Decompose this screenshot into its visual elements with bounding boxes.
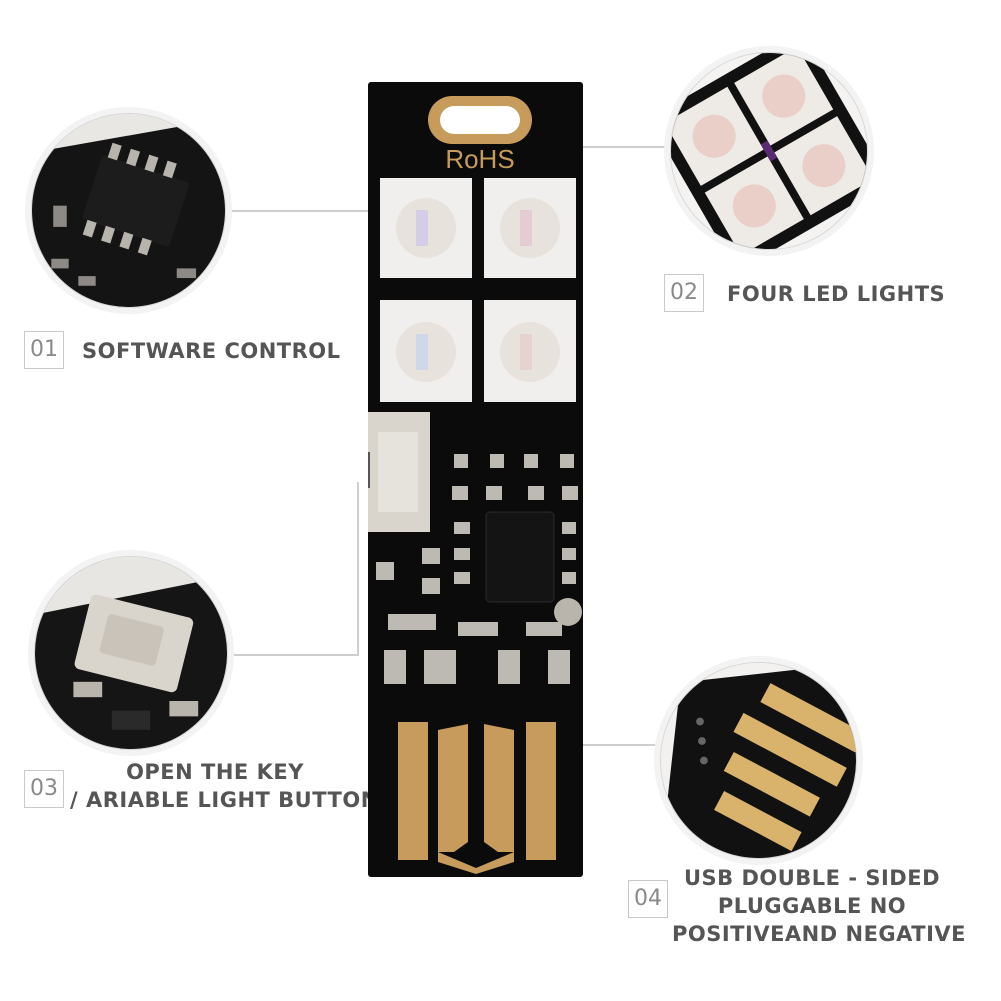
callout-label-03-line2: / ARIABLE LIGHT BUTTON <box>70 788 379 812</box>
callout-image-switch <box>34 556 228 750</box>
leader-line-03-vertical <box>357 482 359 656</box>
callout-image-usb <box>660 662 857 859</box>
callout-number-02: 02 <box>664 274 704 312</box>
callout-number-03: 03 <box>24 770 64 808</box>
callout-number-04: 04 <box>628 880 668 918</box>
leader-line-02 <box>520 146 670 148</box>
callout-image-chip <box>31 113 226 308</box>
callout-image-leds <box>670 52 868 250</box>
leader-line-03 <box>228 654 358 656</box>
callout-number-01: 01 <box>24 331 64 369</box>
callout-label-01: SOFTWARE CONTROL <box>82 339 341 363</box>
switch-closeup-illustration <box>35 557 227 749</box>
usb-led-board: RoHS <box>352 82 583 877</box>
leader-line-01 <box>226 210 368 212</box>
callout-label-04-line1: USB DOUBLE - SIDED <box>683 866 941 890</box>
callout-label-03-line1: OPEN THE KEY <box>126 760 304 784</box>
callout-label-04-line2: PLUGGABLE NO <box>717 894 907 918</box>
usb-contacts <box>398 722 556 874</box>
leader-line-04 <box>512 744 662 746</box>
board-illustration: RoHS <box>352 82 583 877</box>
leds-closeup-illustration <box>671 53 867 249</box>
rohs-marking: RoHS <box>445 144 514 174</box>
callout-label-02: FOUR LED LIGHTS <box>727 282 946 306</box>
callout-label-04-line3: POSITIVEAND NEGATIVE <box>672 922 967 946</box>
chip-closeup-illustration <box>32 114 225 307</box>
usb-closeup-illustration <box>661 663 856 858</box>
led-array <box>380 178 576 402</box>
